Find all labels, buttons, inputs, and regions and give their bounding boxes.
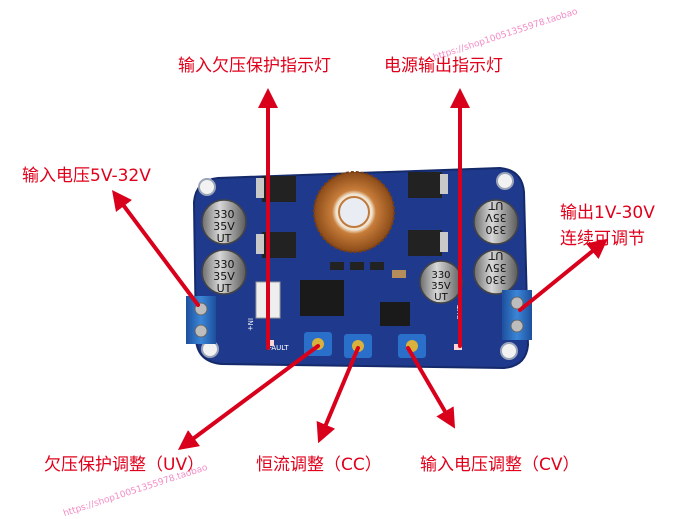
output-terminal xyxy=(502,290,532,340)
silk-in: IN+ xyxy=(246,318,254,331)
arrow-input xyxy=(112,189,200,307)
svg-text:35V: 35V xyxy=(213,220,235,233)
capacitor-right-top: 330 35V UT xyxy=(473,199,519,245)
label-input-voltage: 输入电压5V-32V xyxy=(22,166,151,186)
label-cc-adjust: 恒流调整（CC） xyxy=(256,455,382,475)
svg-text:UT: UT xyxy=(488,199,503,212)
svg-text:330: 330 xyxy=(486,273,507,286)
arrow-cv-adjust xyxy=(406,346,456,429)
svg-text:35V: 35V xyxy=(485,211,507,224)
toroid-inductor xyxy=(313,171,395,253)
input-terminal xyxy=(186,296,216,344)
ic-chips xyxy=(255,262,410,326)
svg-text:330: 330 xyxy=(486,223,507,236)
label-uv-adjust: 欠压保护调整（UV） xyxy=(44,455,205,475)
arrow-uv-adjust xyxy=(177,344,320,450)
annotation-arrows xyxy=(112,88,608,450)
cap-text-1: 330 xyxy=(214,208,235,221)
svg-text:UT: UT xyxy=(488,249,503,262)
svg-text:35V: 35V xyxy=(213,270,235,283)
svg-text:330: 330 xyxy=(214,258,235,271)
arrow-cc-adjust xyxy=(316,346,360,444)
svg-text:UT: UT xyxy=(434,292,448,303)
label-power-indicator: 电源输出指示灯 xyxy=(384,56,503,76)
capacitor-right-bottom: 330 35V UT xyxy=(473,249,519,295)
label-output-voltage: 输出1V-30V xyxy=(560,203,655,223)
label-uvlo-indicator: 输入欠压保护指示灯 xyxy=(178,56,331,76)
svg-text:330: 330 xyxy=(431,270,450,281)
svg-text:UT: UT xyxy=(217,282,232,295)
capacitor-left-bottom: 330 35V UT xyxy=(201,249,247,295)
svg-text:35V: 35V xyxy=(431,281,451,292)
svg-text:UT: UT xyxy=(217,232,232,245)
silk-fault: FAULT xyxy=(268,344,289,352)
label-cv-adjust: 输入电压调整（CV） xyxy=(420,455,580,475)
capacitor-left-top: 330 35V UT xyxy=(201,199,247,245)
led-power xyxy=(454,344,462,350)
arrow-output xyxy=(518,238,608,312)
capacitor-center: 330 35V UT xyxy=(419,260,463,304)
label-output-adjustable: 连续可调节 xyxy=(560,229,645,249)
svg-text:35V: 35V xyxy=(485,261,507,274)
